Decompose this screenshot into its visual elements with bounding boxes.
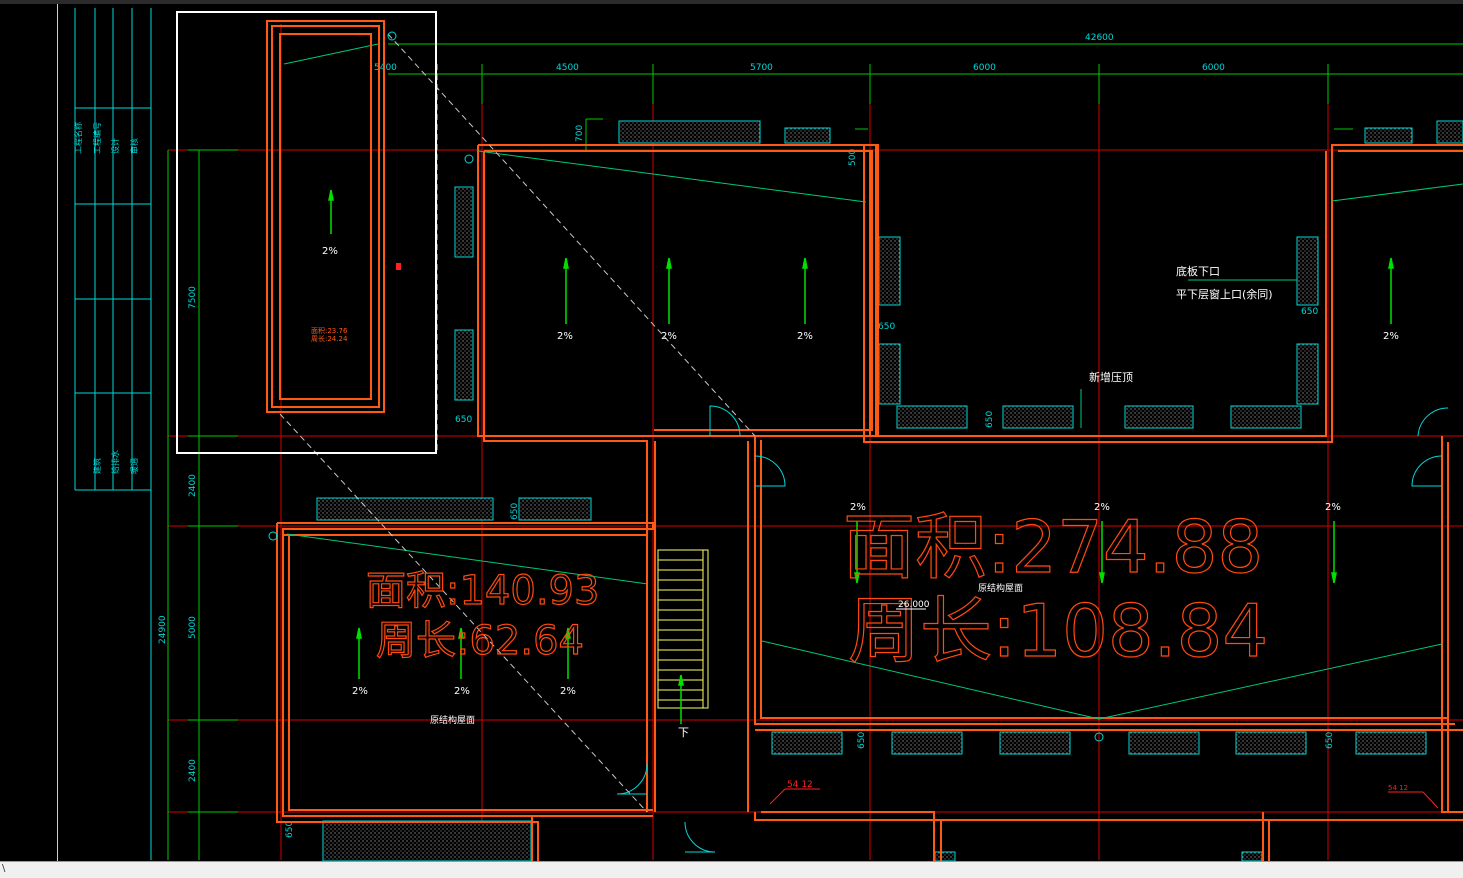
dim-650-d: 650 xyxy=(985,411,995,428)
left-room-label: 原结构屋面 xyxy=(430,714,475,726)
new-roof-label: 新增压顶 xyxy=(1089,370,1133,384)
slope-label-5: 2% xyxy=(1383,331,1399,342)
slope-label-6: 2% xyxy=(352,686,368,697)
dim-500: 500 xyxy=(848,149,858,166)
cad-drawing-canvas[interactable]: 工程名称 工程编号 设计 审核 建筑 给排水 暖通 xyxy=(58,4,1463,865)
small-room-area: 面积:23.76 xyxy=(311,326,348,335)
slope-label-4: 2% xyxy=(797,331,813,342)
slope-label-3: 2% xyxy=(661,331,677,342)
status-indicator: \ xyxy=(2,863,6,874)
grip-marker[interactable] xyxy=(396,263,401,270)
grip-circles[interactable] xyxy=(268,31,1104,742)
sign-b: 给排水 xyxy=(110,450,120,474)
floor-note-2: 平下层窗上口(余同) xyxy=(1176,287,1273,301)
stair-down-label: 下 xyxy=(678,726,689,739)
dim-vertical-1: 7500 xyxy=(188,286,198,309)
center-room-perimeter: 周长:108.84 xyxy=(848,589,1268,673)
dim-span-3: 5700 xyxy=(750,63,773,73)
dim-vertical-4: 2400 xyxy=(188,759,198,782)
left-room-perimeter: 周长:62.64 xyxy=(376,618,584,664)
dim-650-b: 650 xyxy=(878,322,895,332)
left-room-area: 面积:140.93 xyxy=(366,568,599,614)
title-block-text-c1: 设计 xyxy=(110,138,120,154)
center-room-label: 原结构屋面 xyxy=(978,582,1023,594)
dim-vertical-3: 5000 xyxy=(188,616,198,639)
dim-650-e: 650 xyxy=(510,503,520,520)
slope-label-9: 2% xyxy=(850,502,866,513)
elevation-label: 26.000 xyxy=(898,600,930,610)
dim-700: 700 xyxy=(575,125,585,142)
title-block-text-b1: 工程编号 xyxy=(92,122,102,154)
dim-vertical-total: 24900 xyxy=(158,615,168,644)
sign-c: 暖通 xyxy=(129,458,139,474)
status-bar: \ xyxy=(0,861,1463,878)
dim-650-a: 650 xyxy=(455,415,472,425)
selection-box[interactable] xyxy=(176,11,437,454)
dim-overall: 42600 xyxy=(1085,33,1114,43)
dim-650-c: 650 xyxy=(1301,307,1318,317)
dim-650-h: 650 xyxy=(285,821,295,838)
parapet-blocks xyxy=(316,120,1463,862)
dim-span-4: 6000 xyxy=(973,63,996,73)
floor-note-1: 底板下口 xyxy=(1176,264,1220,278)
dim-span-1: 5400 xyxy=(374,63,397,73)
dim-650-f: 650 xyxy=(857,732,867,749)
center-room-area: 面积:274.88 xyxy=(843,505,1263,589)
dim-650-g: 650 xyxy=(1325,732,1335,749)
title-block xyxy=(74,8,152,860)
title-block-text-d1: 审核 xyxy=(129,138,139,154)
dim-span-5: 6000 xyxy=(1202,63,1225,73)
slope-label-2: 2% xyxy=(557,331,573,342)
slope-label-10: 2% xyxy=(1094,502,1110,513)
slope-label-8: 2% xyxy=(560,686,576,697)
doors xyxy=(616,405,1449,853)
slope-label-1: 2% xyxy=(322,246,338,257)
sign-a: 建筑 xyxy=(92,458,102,474)
drainage-lines xyxy=(283,43,1463,720)
slope-arrows xyxy=(328,189,1394,724)
dimension-lines xyxy=(167,43,1463,860)
title-block-text-a1: 工程名称 xyxy=(73,122,83,154)
walls xyxy=(266,20,1463,861)
section-tag-1: 54 12 xyxy=(787,780,813,790)
dim-span-2: 4500 xyxy=(556,63,579,73)
slope-label-11: 2% xyxy=(1325,502,1341,513)
slope-label-7: 2% xyxy=(454,686,470,697)
dim-vertical-2: 2400 xyxy=(188,474,198,497)
left-panel xyxy=(0,4,58,861)
section-tag-2: 54 12 xyxy=(1388,784,1408,792)
small-room-perimeter: 周长:24.24 xyxy=(311,334,348,343)
